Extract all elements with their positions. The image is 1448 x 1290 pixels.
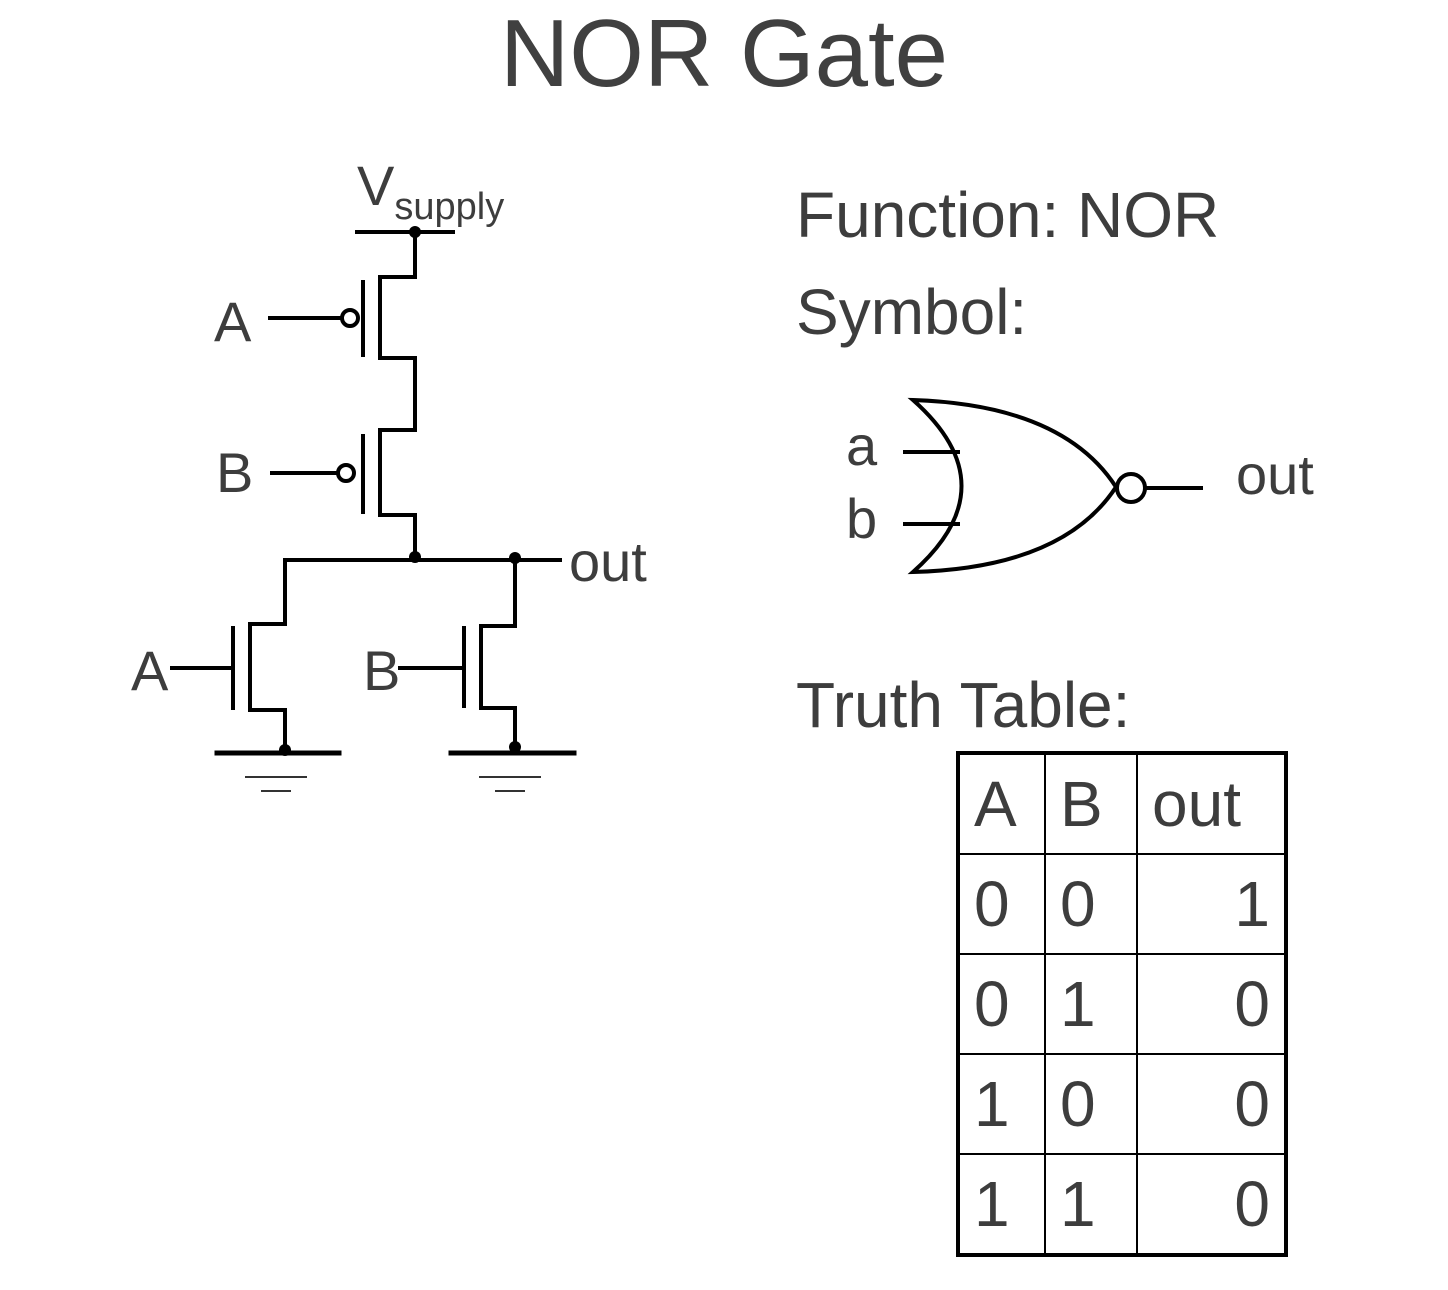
table-cell: 1 <box>1044 953 1138 1055</box>
table-row: 0 0 1 <box>957 853 1287 955</box>
nmos-a-label: A <box>131 639 169 702</box>
gate-input-b-label: b <box>846 487 877 550</box>
table-cell: 0 <box>1136 953 1287 1055</box>
ground-a-symbol <box>214 744 342 792</box>
nor-gate-body <box>907 397 1119 575</box>
table-cell: 0 <box>1044 853 1138 955</box>
truth-table-header-row: A B out <box>957 752 1287 855</box>
cmos-circuit <box>170 226 577 792</box>
vsupply-label: Vsupply <box>357 154 504 228</box>
nmos-a-transistor <box>170 622 287 752</box>
table-row: 1 1 0 <box>957 1153 1287 1256</box>
pmos-a-label: A <box>214 290 252 353</box>
gate-input-a-label: a <box>846 414 878 477</box>
table-cell: 0 <box>1136 1053 1287 1155</box>
table-cell: 1 <box>957 1153 1046 1256</box>
page-title: NOR Gate <box>499 0 949 107</box>
output-wire <box>283 558 562 626</box>
circuit-out-label: out <box>569 530 647 593</box>
gate-output-label: out <box>1236 443 1314 506</box>
truth-table: A B out 0 0 1 0 1 0 1 0 0 1 1 0 <box>956 751 1288 1257</box>
table-cell: 0 <box>1136 1153 1287 1256</box>
symbol-label: Symbol: <box>796 276 1028 348</box>
table-cell: 0 <box>1044 1053 1138 1155</box>
table-row: 0 1 0 <box>957 953 1287 1055</box>
function-label: Function: NOR <box>796 179 1220 251</box>
pmos-b-label: B <box>216 441 253 504</box>
vsupply-main: V <box>357 154 395 217</box>
vsupply-subscript: supply <box>394 186 504 228</box>
table-cell: 1 <box>957 1053 1046 1155</box>
pmos-b-transistor <box>270 428 417 559</box>
nor-bubble <box>1115 472 1147 504</box>
truth-table-label: Truth Table: <box>796 669 1131 741</box>
table-cell: 0 <box>957 953 1046 1055</box>
truth-table-header-out: out <box>1136 752 1287 855</box>
truth-table-header-b: B <box>1044 752 1138 855</box>
pmos-a-transistor <box>268 230 417 432</box>
table-cell: 1 <box>1136 853 1287 955</box>
out-node-1 <box>409 551 421 563</box>
table-row: 1 0 0 <box>957 1053 1287 1155</box>
ground-b-symbol <box>448 741 577 792</box>
nmos-b-transistor <box>398 556 517 750</box>
nmos-b-label: B <box>363 639 400 702</box>
nor-gate-symbol <box>903 397 1203 575</box>
table-cell: 1 <box>1044 1153 1138 1256</box>
truth-table-header-a: A <box>957 752 1046 855</box>
table-cell: 0 <box>957 853 1046 955</box>
